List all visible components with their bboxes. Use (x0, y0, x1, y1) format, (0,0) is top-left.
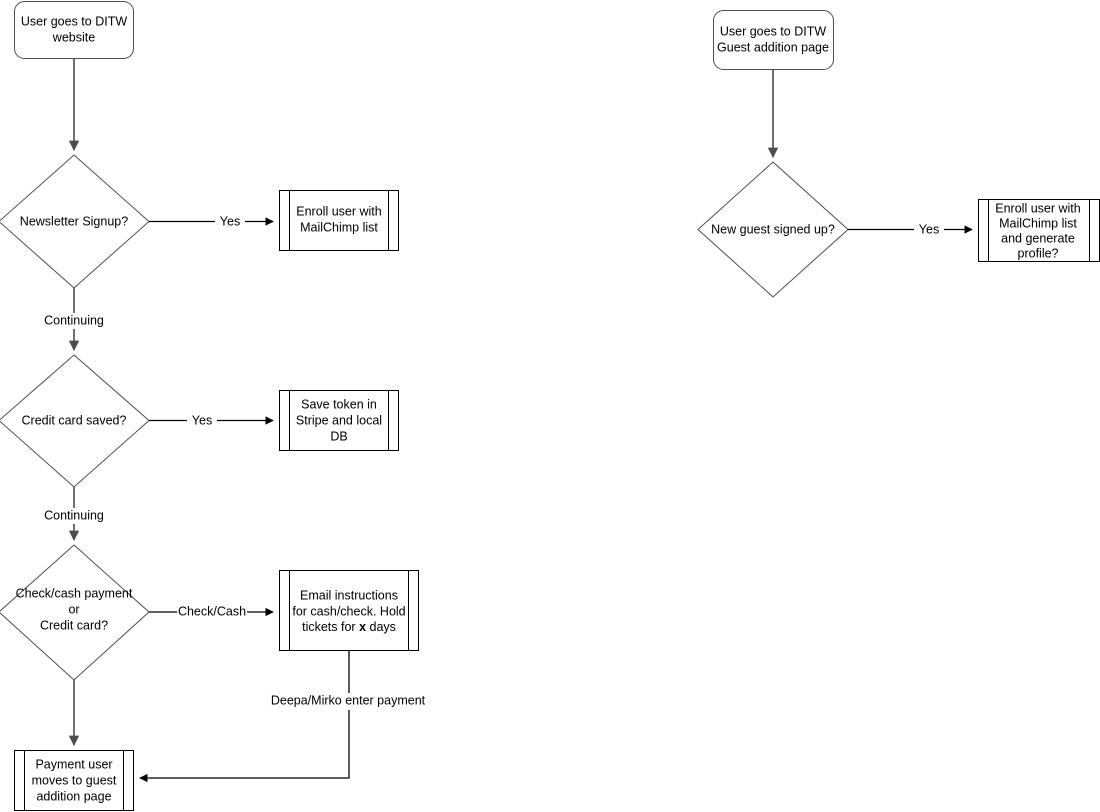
edge-creditcard-continuing-label-bg (38, 508, 111, 524)
edge-newsletter-continuing-label-bg (38, 313, 111, 329)
edge-creditcard-yes-label: Yes (192, 413, 212, 427)
edge-creditcard-continuing: Continuing (38, 487, 111, 542)
edge-newsletter-continuing-label: Continuing (44, 313, 104, 327)
enroll-mailchimp-profile-line1: Enroll user with (995, 201, 1080, 215)
node-start-guest-page[interactable]: User goes to DITW Guest addition page (713, 10, 834, 70)
payment-user-moves-shape (14, 750, 134, 811)
enroll-mailchimp-profile-line3: and generate (1001, 231, 1075, 245)
edge-email-to-payment-user-label-bg (269, 693, 427, 710)
node-save-token[interactable]: Save token in Stripe and local DB (279, 390, 399, 451)
new-guest-signed-up-label: New guest signed up? (711, 222, 835, 236)
payment-user-moves-line3: addition page (36, 789, 111, 803)
newsletter-signup-label: Newsletter Signup? (20, 214, 128, 228)
edge-newsletter-yes-label: Yes (220, 214, 240, 228)
enroll-mailchimp-line1: Enroll user with (296, 204, 381, 218)
node-enroll-mailchimp[interactable]: Enroll user with MailChimp list (279, 190, 399, 251)
credit-card-saved-label: Credit card saved? (22, 413, 127, 427)
save-token-line3: DB (330, 429, 347, 443)
start-guest-page-line2: Guest addition page (717, 40, 829, 54)
edge-new-guest-yes-label-bg (914, 221, 944, 238)
node-enroll-mailchimp-profile[interactable]: Enroll user with MailChimp list and gene… (978, 199, 1100, 262)
edge-email-to-payment-user-line (139, 650, 350, 783)
edge-newsletter-continuing: Continuing (38, 288, 111, 352)
email-instructions-shape (279, 570, 419, 651)
node-start-website[interactable]: User goes to DITW website (14, 1, 134, 59)
edge-newsletter-yes-label-bg (215, 213, 245, 230)
node-credit-card-saved[interactable]: Credit card saved? (0, 354, 150, 488)
payment-method-line2: or (68, 602, 79, 616)
email-instructions-line3-part2: days (366, 620, 396, 634)
node-new-guest-signed-up[interactable]: New guest signed up? (697, 161, 849, 298)
edge-newsletter-yes: Yes (149, 213, 274, 230)
node-newsletter-signup[interactable]: Newsletter Signup? (0, 154, 150, 289)
edge-payment-checkcash-label-bg (177, 603, 247, 620)
node-payment-user-moves[interactable]: Payment user moves to guest addition pag… (14, 750, 134, 811)
enroll-mailchimp-shape (279, 190, 399, 251)
payment-user-moves-line1: Payment user (35, 757, 112, 771)
edge-payment-checkcash-label: Check/Cash (178, 604, 246, 618)
start-website-line1: User goes to DITW (21, 14, 127, 28)
save-token-shape (279, 390, 399, 451)
edge-new-guest-yes-label: Yes (919, 222, 939, 236)
email-instructions-line3-bold: x (359, 620, 366, 634)
payment-method-line1: Check/cash payment (16, 586, 133, 600)
edge-email-to-payment-user-label: Deepa/Mirko enter payment (271, 693, 426, 707)
start-website-line2: website (52, 30, 95, 44)
payment-method-line3: Credit card? (40, 618, 108, 632)
enroll-mailchimp-line2: MailChimp list (300, 220, 378, 234)
start-guest-page-shape (713, 10, 834, 70)
start-website-shape (14, 1, 134, 59)
save-token-line2: Stripe and local (296, 413, 382, 427)
edge-creditcard-yes-label-bg (187, 413, 217, 430)
new-guest-signed-up-shape (697, 161, 849, 298)
node-email-instructions[interactable]: Email instructions for cash/check. Hold … (279, 570, 419, 651)
node-payment-method[interactable]: Check/cash payment or Credit card? (0, 544, 150, 681)
edge-new-guest-yes: Yes (848, 221, 973, 238)
payment-user-moves-line2: moves to guest (32, 773, 117, 787)
edge-email-to-payment-user: Deepa/Mirko enter payment (139, 650, 427, 783)
email-instructions-line1: Email instructions (300, 588, 398, 602)
enroll-mailchimp-profile-shape (978, 199, 1100, 262)
enroll-mailchimp-profile-line4: profile? (1018, 246, 1059, 260)
edge-payment-checkcash: Check/Cash (149, 603, 274, 620)
edge-creditcard-continuing-label: Continuing (44, 508, 104, 522)
edge-creditcard-yes: Yes (149, 413, 274, 430)
email-instructions-line2: for cash/check. Hold (292, 604, 405, 618)
start-guest-page-line1: User goes to DITW (720, 24, 826, 38)
save-token-line1: Save token in (301, 397, 377, 411)
email-instructions-line3-part1: tickets for (302, 620, 359, 634)
enroll-mailchimp-profile-line2: MailChimp list (999, 216, 1077, 230)
email-instructions-line3: tickets for x days (302, 620, 396, 634)
